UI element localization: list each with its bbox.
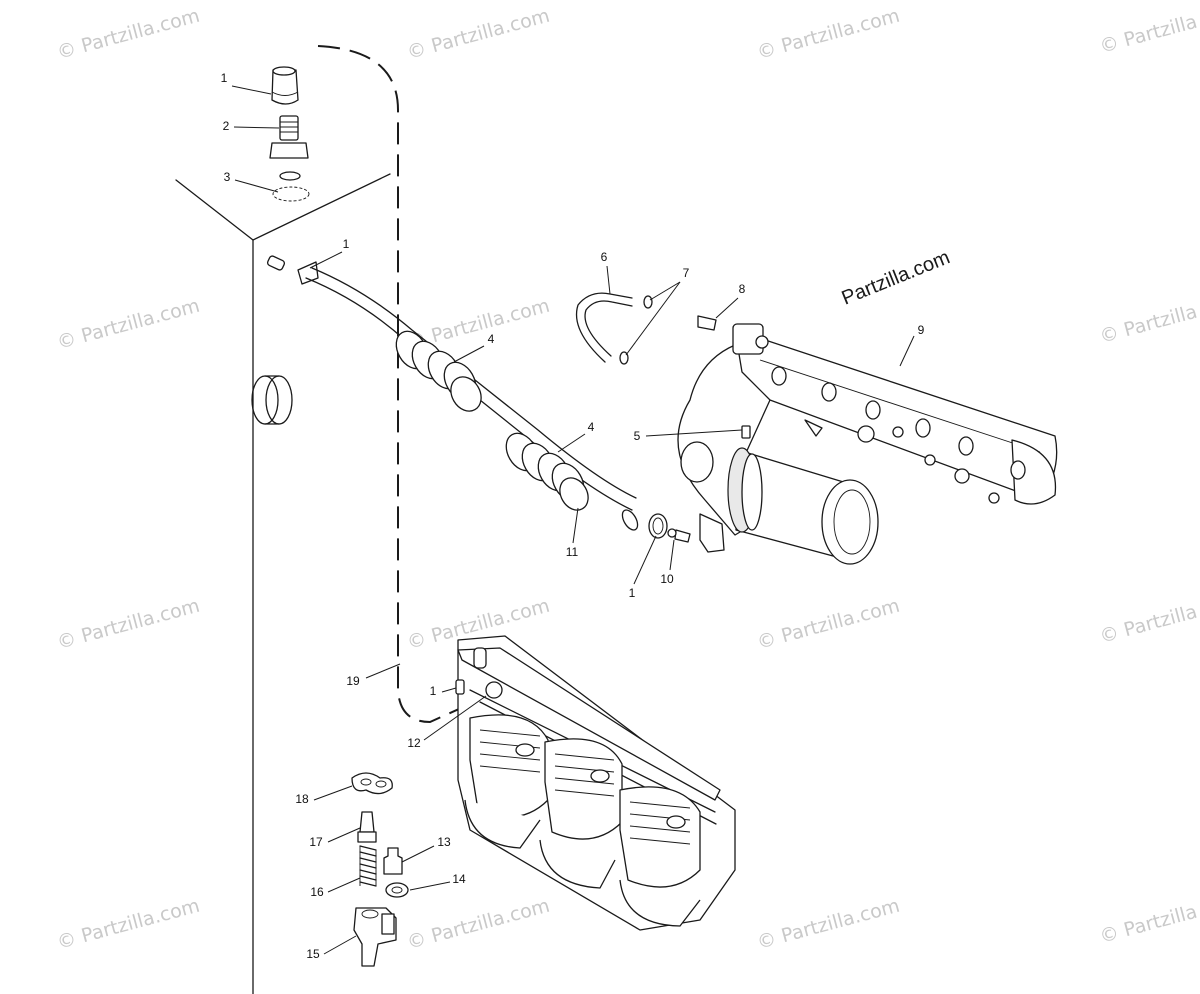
hose-end-fitting: [271, 66, 299, 105]
hull-outline: [175, 45, 471, 994]
callout-number: 9: [918, 323, 925, 337]
callout-number: 1: [430, 684, 437, 698]
sealing-washer: [272, 171, 310, 202]
callout-number: 6: [601, 250, 608, 264]
small-hose: [575, 292, 633, 363]
callout-number: 7: [683, 266, 690, 280]
callout-number: 4: [488, 332, 495, 346]
callout-number: 2: [223, 119, 230, 133]
flexible-hose: [266, 255, 639, 531]
callout-number: 8: [739, 282, 746, 296]
watermark-text: © Partzilla.com: [405, 895, 552, 954]
exhaust-manifold: [677, 323, 1058, 565]
callout-number: 3: [224, 170, 231, 184]
boot-upper: [395, 330, 482, 412]
plunger: [357, 811, 377, 843]
callout-number: 18: [295, 792, 309, 806]
washer: [385, 882, 409, 898]
gasket: [351, 772, 393, 795]
callout-number: 4: [588, 420, 595, 434]
callout-number: 19: [346, 674, 360, 688]
callout-number: 16: [310, 885, 324, 899]
watermark-text: © Partzilla: [1097, 901, 1199, 948]
callout-number: 15: [306, 947, 320, 961]
boot-lower: [505, 432, 589, 511]
callout-number: 5: [634, 429, 641, 443]
callout-number: 10: [660, 572, 674, 586]
callout-number: 1: [629, 586, 636, 600]
watermark-text: © Partzilla.com: [55, 895, 202, 954]
nipple-fitting: [667, 528, 691, 543]
callout-number: 14: [452, 872, 466, 886]
watermark-text: © Partzilla.com: [55, 5, 202, 64]
callout-number: 1: [221, 71, 228, 85]
elbow-clip: [455, 679, 465, 695]
callout-number: 1: [343, 237, 350, 251]
watermark-text: © Partzilla: [1097, 301, 1199, 348]
threaded-fitting: [269, 115, 309, 159]
watermark-text: © Partzilla.com: [55, 295, 202, 354]
loose-ring: [251, 375, 293, 425]
valve-stem: [383, 847, 403, 875]
watermark-text: © Partzilla.com: [55, 595, 202, 654]
callout-number: 17: [309, 835, 323, 849]
watermark-text: © Partzilla.com: [405, 5, 552, 64]
watermark-text: © Partzilla: [1097, 601, 1199, 648]
watermark-text: © Partzilla: [1097, 11, 1199, 58]
watermark-text: © Partzilla.com: [755, 5, 902, 64]
valve-housing: [353, 907, 397, 967]
hose-clamp: [648, 513, 668, 539]
elbow-fitting: [697, 315, 717, 331]
leader-lines: [231, 85, 915, 955]
callout-number: 11: [566, 545, 579, 559]
center-watermark: Partzilla.com: [839, 246, 953, 309]
watermark-text: © Partzilla.com: [755, 895, 902, 954]
callout-number: 13: [437, 835, 451, 849]
watermark-text: © Partzilla.com: [755, 595, 902, 654]
callout-number: 12: [407, 736, 421, 750]
spring: [359, 845, 377, 887]
engine-block: [457, 635, 736, 931]
o-rings: [619, 295, 653, 365]
